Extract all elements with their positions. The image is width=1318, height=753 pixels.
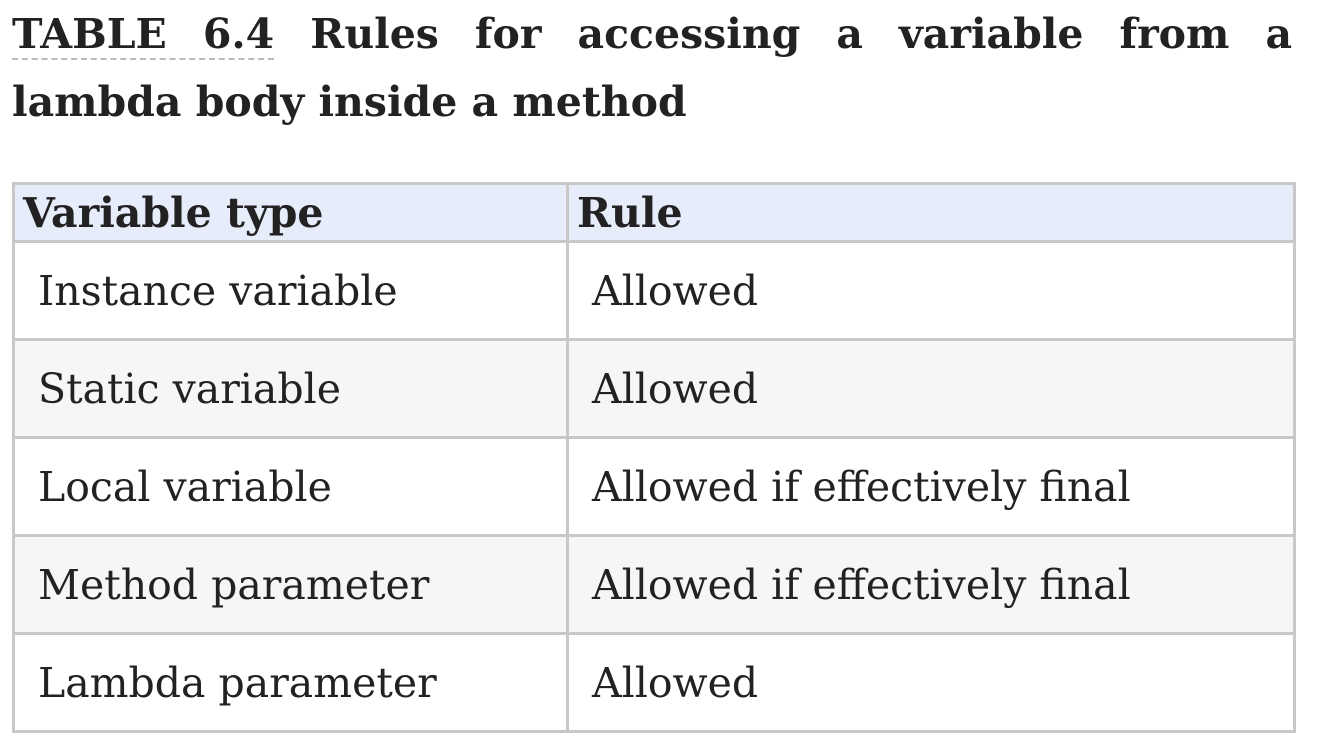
table-label-number: 6.4 — [202, 10, 275, 58]
cell-rule: Allowed — [566, 240, 1296, 341]
rules-table: Variable type Rule Instance variable All… — [12, 182, 1296, 733]
table-row: Static variable Allowed — [12, 338, 1296, 439]
table-caption: TABLE 6.4 Rules for accessing a variable… — [12, 0, 1292, 136]
table-row: Method parameter Allowed if effectively … — [12, 534, 1296, 635]
cell-variable-type: Method parameter — [12, 534, 569, 635]
table-label-word: TABLE — [12, 10, 167, 58]
cell-rule: Allowed if effectively final — [566, 534, 1296, 635]
table-label: TABLE 6.4 — [12, 10, 275, 60]
column-header-rule: Rule — [566, 182, 1296, 243]
cell-variable-type: Instance variable — [12, 240, 569, 341]
cell-rule: Allowed if effectively final — [566, 436, 1296, 537]
cell-variable-type: Local variable — [12, 436, 569, 537]
cell-rule: Allowed — [566, 338, 1296, 439]
cell-variable-type: Static variable — [12, 338, 569, 439]
table-row: Lambda parameter Allowed — [12, 632, 1296, 733]
column-header-variable-type: Variable type — [12, 182, 569, 243]
table-row: Instance variable Allowed — [12, 240, 1296, 341]
cell-rule: Allowed — [566, 632, 1296, 733]
table-header-row: Variable type Rule — [12, 182, 1296, 243]
table-caption-title: Rules for accessing a variable from a la… — [12, 10, 1293, 126]
cell-variable-type: Lambda parameter — [12, 632, 569, 733]
table-row: Local variable Allowed if effectively fi… — [12, 436, 1296, 537]
